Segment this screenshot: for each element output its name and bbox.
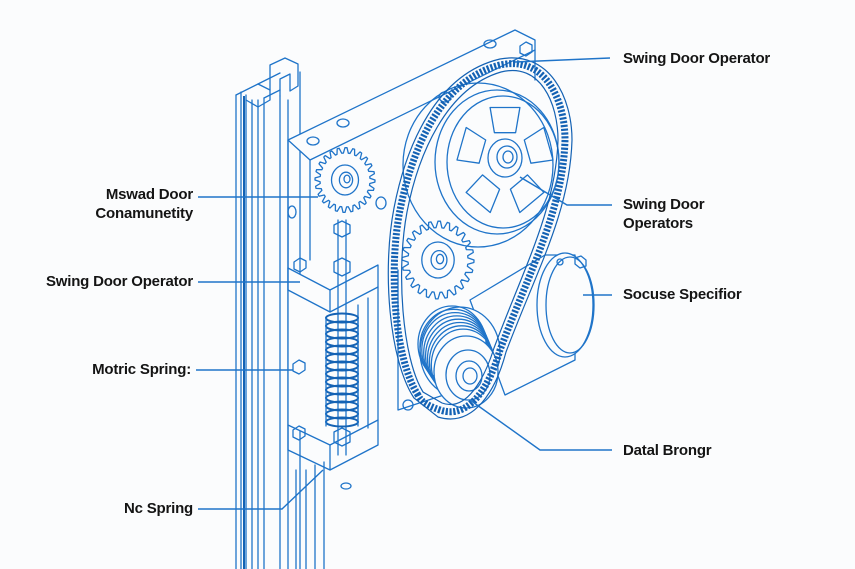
middle-gear-axle (435, 253, 445, 265)
callout-socuse-specifior: Socuse Specifior (623, 285, 742, 304)
callout-swing-door-operators-line1: Swing Door (623, 196, 705, 213)
small-gear-teeth (314, 146, 376, 214)
callout-swing-door-operator-left: Swing Door Operator (46, 272, 193, 291)
mounting-plate (287, 29, 536, 269)
pulley-spoke-window (509, 174, 545, 214)
small-gear-axle (343, 174, 351, 184)
callout-swing-door-operator-top: Swing Door Operator (623, 49, 770, 68)
leader-nc-spring (198, 469, 324, 510)
pulley-spoke-window (456, 126, 487, 164)
callout-swing-door-operator-top-text: Swing Door Operator (623, 50, 771, 67)
large-pulley (402, 82, 560, 248)
leader-lines (196, 57, 612, 510)
drive-chain (387, 57, 573, 420)
callout-datal-brongr: Datal Brongr (623, 441, 712, 460)
callout-nc-spring-text: Nc Spring (123, 500, 193, 517)
callout-swing-door-operators-line2: Operators (623, 215, 693, 232)
callout-nc-spring: Nc Spring (124, 499, 193, 518)
middle-gear-bore (430, 249, 448, 271)
pulley-spoke-window (523, 126, 554, 164)
spring-outline (325, 317, 359, 427)
callout-socuse-specifior-text: Socuse Specifior (623, 286, 742, 303)
middle-gear-hub (421, 241, 455, 279)
small-gear (314, 146, 376, 214)
leader-datal-brongr (469, 399, 612, 451)
coil-spring (325, 312, 359, 428)
leader-swing-door-operator-top (514, 57, 611, 63)
callout-motric-spring: Motric Spring: (92, 360, 191, 379)
middle-gear (401, 220, 475, 300)
callout-swing-door-operator-left-text: Swing Door Operator (45, 273, 193, 290)
small-gear-bore (338, 171, 354, 189)
callout-datal-brongr-text: Datal Brongr (623, 442, 712, 459)
small-gear-hub (330, 164, 360, 196)
pulley-spoke-window (465, 174, 501, 214)
callout-motric-spring-text: Motric Spring: (92, 361, 191, 378)
callout-miswad-door-line2: Conamunetity (95, 205, 193, 222)
leader-swing-door-operators (519, 176, 612, 206)
callout-swing-door-operators: Swing Door Operators (623, 195, 705, 233)
callout-miswad-door-line1: Mswad Door (105, 186, 193, 203)
drive-pulley (417, 305, 501, 409)
pulley-spoke-window (489, 106, 521, 134)
middle-gear-teeth (401, 220, 475, 300)
callout-miswad-door: Mswad Door Conamunetity (95, 185, 193, 223)
